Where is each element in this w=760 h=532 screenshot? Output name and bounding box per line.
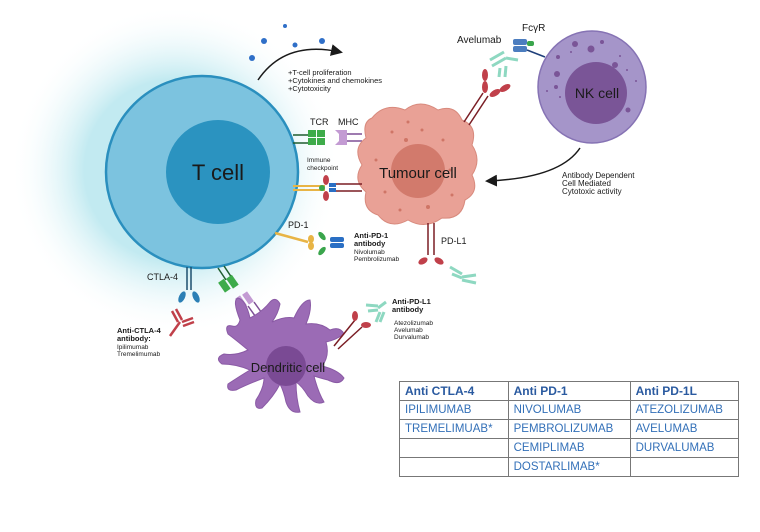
ctla4-receptor <box>178 267 200 303</box>
table-cell <box>629 457 740 477</box>
mhc-molecule <box>335 130 362 145</box>
table-cell: TREMELIMUAB* <box>399 419 509 439</box>
table-row: CEMIPLIMAB DURVALUMAB <box>399 438 740 458</box>
dendritic-cell-label: Dendritic cell <box>251 360 326 375</box>
t-cell-label: T cell <box>192 160 244 185</box>
fcyr-receptor <box>513 39 546 58</box>
avelumab-label: Avelumab <box>457 35 502 46</box>
table-row: IPILIMUMAB NIVOLUMAB ATEZOLIZUMAB <box>399 400 740 420</box>
anti-pd1-antibody <box>318 231 344 256</box>
table-cell: ATEZOLIZUMAB <box>629 400 740 420</box>
drug-table: Anti CTLA-4 Anti PD-1 Anti PD-1L IPILIMU… <box>399 381 740 477</box>
fcyr-label: FcγR <box>522 23 545 34</box>
table-header-row: Anti CTLA-4 Anti PD-1 Anti PD-1L <box>399 381 740 401</box>
dendritic-cell: Dendritic cell <box>218 297 345 413</box>
cytokine-dots <box>249 24 325 61</box>
tcr-label: TCR <box>310 117 329 127</box>
mhc-label: MHC <box>338 117 359 127</box>
immune-checkpoint-complex <box>293 175 362 201</box>
header-anti-ctla4: Anti CTLA-4 <box>399 381 509 401</box>
table-cell: DOSTARLIMAB* <box>507 457 631 477</box>
anti-ctla4-antibody <box>168 308 195 337</box>
immune-checkpoint-label: Immune checkpoint <box>307 157 338 172</box>
ctla4-label: CTLA-4 <box>147 272 178 282</box>
anti-pd1-text: Anti-PD-1 antibody Nivolumab Pembrolizum… <box>354 231 400 263</box>
free-anti-pdl1-antibody <box>449 265 477 285</box>
table-cell: DURVALUMAB <box>629 438 740 458</box>
dendritic-pdl1 <box>333 311 371 350</box>
table-cell: CEMIPLIMAB <box>507 438 631 458</box>
avelumab-antibody <box>489 50 519 78</box>
anti-pdl1-text: Anti-PD-L1 antibody Atezolizumab Aveluma… <box>392 297 435 341</box>
effects-text: +T-cell proliferation +Cytokines and che… <box>288 68 384 93</box>
adcc-text: Antibody Dependent Cell Mediated Cytotox… <box>562 171 637 196</box>
table-cell: PEMBROLIZUMAB <box>507 419 631 439</box>
pdl1-receptor <box>418 223 444 265</box>
table-cell <box>399 457 509 477</box>
tumour-cell: Tumour cell <box>357 103 478 225</box>
pdl1-label: PD-L1 <box>441 236 467 246</box>
table-cell <box>399 438 509 458</box>
tumour-pdl1-upper <box>463 69 511 126</box>
pd1-label: PD-1 <box>288 220 309 230</box>
nk-cell: NK cell <box>537 30 647 144</box>
t-cell: T cell <box>104 74 300 270</box>
table-cell: NIVOLUMAB <box>507 400 631 420</box>
tcr-receptor <box>293 130 325 145</box>
table-cell: IPILIMUMAB <box>399 400 509 420</box>
pd1-receptor <box>274 231 314 250</box>
adcc-arrow <box>485 147 581 187</box>
anti-pdl1-antibody <box>365 300 387 323</box>
table-row: DOSTARLIMAB* <box>399 457 740 477</box>
tumour-cell-label: Tumour cell <box>379 165 457 182</box>
table-cell: AVELUMAB <box>629 419 740 439</box>
tcr-dendritic <box>217 265 239 293</box>
nk-cell-label: NK cell <box>575 85 619 101</box>
header-anti-pd1: Anti PD-1 <box>507 381 631 401</box>
header-anti-pdl1: Anti PD-1L <box>629 381 740 401</box>
anti-ctla4-text: Anti-CTLA-4 antibody: Ipilimumab Tremeli… <box>117 326 163 358</box>
table-row: TREMELIMUAB* PEMBROLIZUMAB AVELUMAB <box>399 419 740 439</box>
effects-arrow <box>257 44 343 81</box>
